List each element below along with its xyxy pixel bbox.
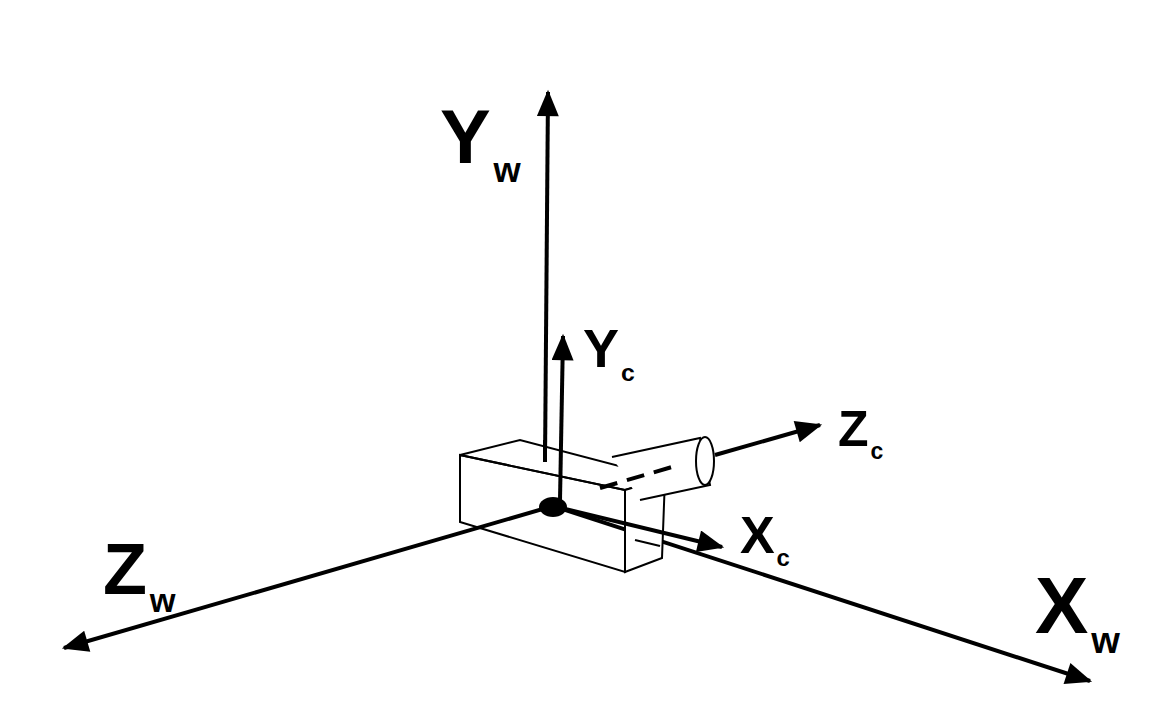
axis-label: Xc — [740, 509, 790, 561]
axis-subscript: c — [777, 546, 790, 570]
axis-label: Yc — [583, 321, 635, 375]
axis-subscript: c — [870, 440, 883, 463]
origin-dot — [539, 497, 567, 517]
axis-letter: Z — [103, 529, 147, 609]
axis-subscript: w — [150, 584, 176, 617]
world-y-axis-stub — [543, 440, 547, 462]
axis-label: Xw — [1035, 566, 1120, 646]
axis-letter: X — [1035, 561, 1088, 650]
camera-edge-mark — [635, 540, 660, 546]
axis-label: Zw — [103, 533, 175, 605]
camera-z-axis — [715, 425, 820, 455]
axis-subscript: w — [1091, 623, 1120, 660]
axis-subscript: w — [493, 153, 520, 188]
axis-label: Yw — [440, 99, 521, 175]
axis-letter: Z — [838, 401, 869, 457]
camera-y-axis — [560, 336, 563, 500]
world-y-axis — [545, 92, 548, 462]
axis-letter: Y — [440, 94, 491, 179]
camera-x-axis — [553, 506, 722, 547]
axis-subscript: c — [621, 361, 635, 386]
axis-letter: Y — [583, 318, 619, 378]
axis-letter: X — [740, 506, 775, 564]
optical-axis-dashed — [600, 467, 672, 488]
axis-label: Zc — [838, 404, 883, 454]
camera-body — [460, 437, 714, 572]
